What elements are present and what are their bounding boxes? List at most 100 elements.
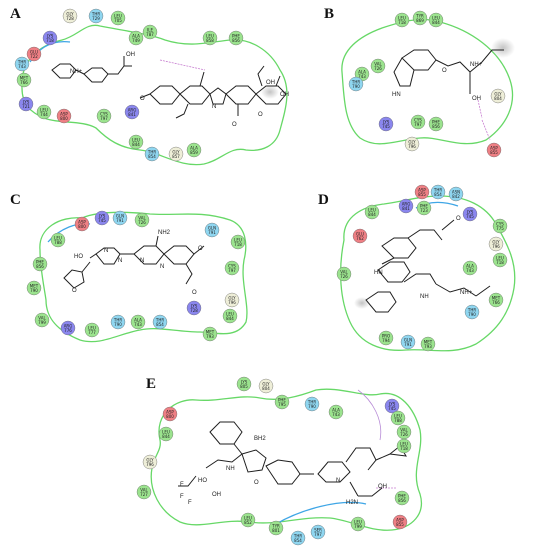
residue-number: 718 <box>496 260 504 265</box>
residue-number: 804 <box>494 96 502 101</box>
residue-number: 855 <box>396 522 404 527</box>
residue-disc <box>486 142 502 158</box>
residue-name: ALA <box>134 318 142 323</box>
residue-name: ALA <box>332 408 340 413</box>
residue-disc <box>464 304 480 320</box>
residue-name: LYS <box>99 214 106 219</box>
residue-number: 841 <box>128 112 136 117</box>
residue-number: 852 <box>244 520 252 525</box>
residue-disc <box>84 322 100 338</box>
residue-number: 743 <box>134 322 142 327</box>
residue-name: LEU <box>88 326 96 331</box>
residue-number: 856 <box>432 124 440 129</box>
atom-c-6: O <box>192 290 197 296</box>
residue-name: GLY <box>172 150 180 155</box>
residue-name: VAL <box>38 316 46 321</box>
residue-name: TYR <box>271 524 280 529</box>
residue-disc <box>336 266 352 282</box>
residue-name: THR <box>91 12 100 17</box>
residue-disc <box>224 292 240 308</box>
residue-number: 790 <box>352 84 360 89</box>
residue-disc <box>142 24 158 40</box>
ligand-d-bonds <box>365 219 491 313</box>
residue-disc <box>350 516 366 532</box>
residue-number: 800 <box>78 224 86 229</box>
residue-number: 804 <box>262 386 270 391</box>
residue-name: ALA <box>358 70 366 75</box>
residue-disc <box>348 76 364 92</box>
residue-name: ASP <box>166 410 174 415</box>
residue-number: 745 <box>382 124 390 129</box>
residue-name: VAL <box>140 488 148 493</box>
residue-number: 745 <box>466 214 474 219</box>
atom-a-1: OH <box>126 52 135 58</box>
residue-disc <box>352 228 368 244</box>
residue-name: THR <box>293 534 302 539</box>
residue-name: LEU <box>394 414 402 419</box>
residue-name: ASP <box>60 112 68 117</box>
residue-number: 743 <box>18 64 26 69</box>
residue-number: 744 <box>40 112 48 117</box>
hbond-b <box>477 99 483 119</box>
residue-name: GLU <box>30 50 38 55</box>
residue-name: LEU <box>432 16 440 21</box>
residue-disc <box>144 146 160 162</box>
residue-number: 743 <box>332 412 340 417</box>
residue-name: VAL <box>400 428 408 433</box>
residue-number: 749 <box>132 38 140 43</box>
residue-name: VAL <box>340 270 348 275</box>
residue-number: 791 <box>208 230 216 235</box>
residue-disc <box>162 406 178 422</box>
panel-label-d: D <box>318 192 329 208</box>
residue-disc <box>228 30 244 46</box>
residue-disc <box>488 292 504 308</box>
residue-disc <box>400 334 416 350</box>
residue-disc <box>310 524 326 540</box>
residue-name: GLN <box>404 338 412 343</box>
residue-number: 745 <box>98 218 106 223</box>
ligand-b-bonds <box>393 49 504 94</box>
residue-disc <box>236 376 252 392</box>
residue-name: ASP <box>396 518 404 523</box>
residue-name: LEU <box>398 16 406 21</box>
atom-a-3: O <box>258 112 263 118</box>
residue-name: LYS <box>383 120 390 125</box>
residue-name: PHE <box>398 494 406 499</box>
residue-number: 796 <box>408 144 416 149</box>
residue-name: PHE <box>36 260 44 265</box>
residue-name: GLN <box>116 214 124 219</box>
residue-name: ILE <box>147 28 153 33</box>
residue-disc <box>268 520 284 536</box>
atom-e-5: F <box>180 494 184 500</box>
residue-name: THR <box>113 318 122 323</box>
atom-c-7: N <box>140 258 144 264</box>
pocket-line-d <box>339 195 516 352</box>
residue-disc <box>396 438 412 454</box>
residue-disc <box>136 484 152 500</box>
residue-disc <box>18 96 34 112</box>
residue-name: SER <box>314 528 322 533</box>
residue-disc <box>224 260 240 276</box>
residue-number: 788 <box>54 240 62 245</box>
ligand-e-bonds <box>178 421 407 497</box>
residue-name: LYS <box>191 304 198 309</box>
residue-name: TYR <box>415 14 424 19</box>
residue-disc <box>14 56 30 72</box>
